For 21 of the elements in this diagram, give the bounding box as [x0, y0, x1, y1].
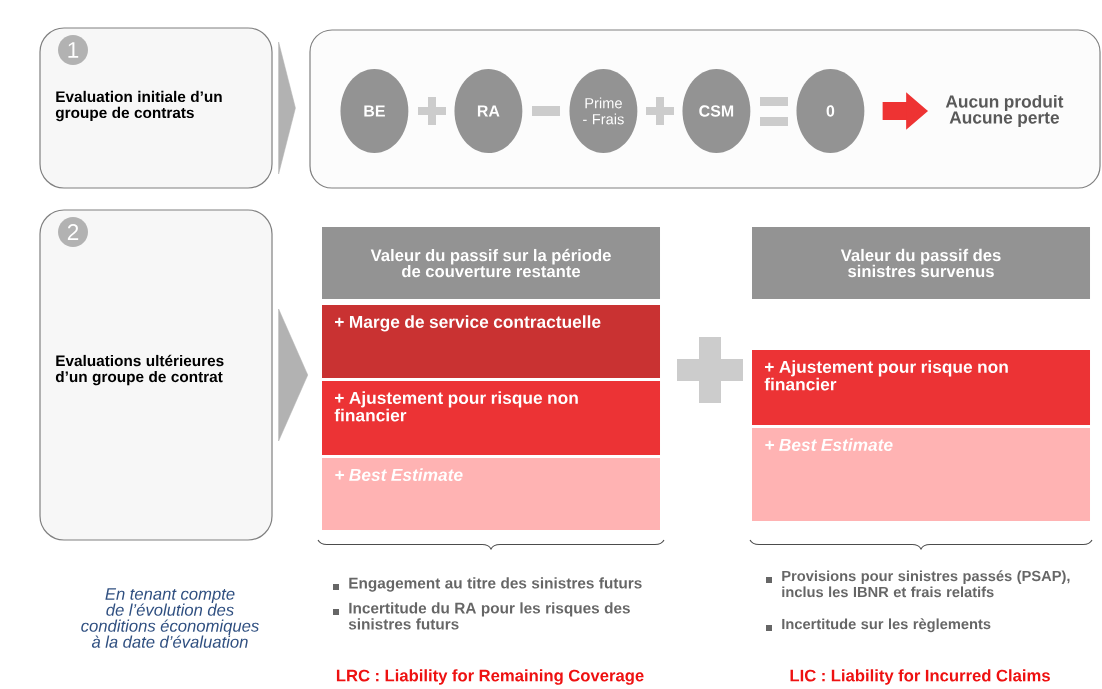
- component-box: + Best Estimate: [752, 428, 1090, 521]
- component-box: + Ajustement pour risque non financier: [752, 350, 1090, 425]
- component-box: + Marge de service contractuelle: [322, 305, 660, 378]
- column-header: Valeur du passif des sinistres survenus: [752, 227, 1090, 299]
- column-caption: LIC : Liability for Incurred Claims: [790, 669, 1050, 685]
- bullet-item: Provisions pour sinistres passés (PSAP), inclus les IBNR et frais relatifs: [766, 570, 1070, 598]
- step-number: 1: [58, 35, 88, 65]
- chevron-arrow: [278, 308, 308, 442]
- step-label: Evaluation initiale d’un groupe de contrats: [55, 90, 222, 122]
- note-text: En tenant compte de l’évolution des conditions économiques à la date d’évaluation: [81, 588, 259, 648]
- column-caption: LRC : Liability for Remaining Coverage: [336, 669, 644, 685]
- step-number: 2: [58, 217, 88, 247]
- bullet-item: Engagement au titre des sinistres futurs: [333, 577, 642, 592]
- component-box: + Best Estimate: [322, 458, 660, 530]
- step-label: Evaluations ultérieures d’un groupe de contrat: [55, 354, 224, 386]
- bullet-item: Incertitude sur les règlements: [766, 618, 991, 633]
- component-box: + Ajustement pour risque non financier: [322, 381, 660, 455]
- result-text: Aucun produit Aucune perte: [945, 94, 1064, 128]
- column-header: Valeur du passif sur la période de couverture restante: [322, 227, 660, 299]
- chevron-arrow: [278, 41, 296, 175]
- bullet-item: Incertitude du RA pour les risques des sinistres futurs: [333, 602, 630, 630]
